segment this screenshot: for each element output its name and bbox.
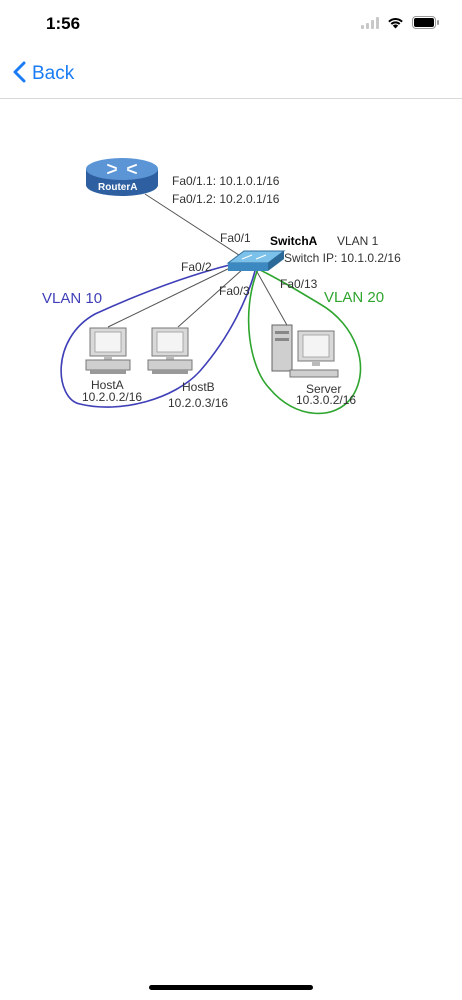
battery-icon <box>412 16 440 34</box>
server-name: Server <box>306 382 341 396</box>
switch-icon <box>226 250 286 271</box>
connection-lines <box>107 193 289 328</box>
server-ip: 10.3.0.2/16 <box>296 393 356 407</box>
status-icons <box>361 16 440 34</box>
back-label: Back <box>32 63 75 84</box>
port-server-label: Fa0/13 <box>280 277 318 291</box>
switch-vlan: VLAN 1 <box>337 234 379 248</box>
back-button[interactable]: Back <box>12 58 74 90</box>
server-computer-icon <box>271 324 339 378</box>
router-icon <box>86 158 158 196</box>
switch-name: SwitchA <box>270 234 318 248</box>
link-switch-server <box>255 269 289 328</box>
link-switch-hosta <box>107 263 239 328</box>
vlan20-outline <box>247 267 362 415</box>
hostb-name: HostB <box>182 380 215 394</box>
chevron-left-icon <box>12 61 26 88</box>
switch-ip: Switch IP: 10.1.0.2/16 <box>284 251 401 265</box>
hosta-ip: 10.2.0.2/16 <box>82 390 142 404</box>
hosta-name: HostA <box>91 378 124 392</box>
router-name: RouterA <box>98 182 137 193</box>
vlan20-label: VLAN 20 <box>324 289 384 306</box>
network-diagram: RouterA Fa0/1.1: 10.1.0.1/16 Fa0/1.2: 10… <box>42 158 401 415</box>
port-hosta-label: Fa0/2 <box>181 260 212 274</box>
home-indicator <box>149 985 313 990</box>
link-router-switch <box>144 193 246 260</box>
hostb-computer-icon <box>147 327 193 374</box>
vlan10-label: VLAN 10 <box>42 290 102 307</box>
hostb-ip: 10.2.0.3/16 <box>168 396 228 410</box>
signal-icon <box>361 16 379 34</box>
hosta-computer-icon <box>85 327 131 374</box>
navigation-bar: Back <box>0 50 462 99</box>
router-subinterface-2: Fa0/1.2: 10.2.0.1/16 <box>172 192 280 206</box>
link-switch-hostb <box>177 268 244 328</box>
router-subinterface-1: Fa0/1.1: 10.1.0.1/16 <box>172 174 280 188</box>
vlan10-outline <box>60 258 260 408</box>
status-bar: 1:56 <box>0 0 462 50</box>
port-router-label: Fa0/1 <box>220 231 251 245</box>
port-hostb-label: Fa0/3 <box>219 284 250 298</box>
wifi-icon <box>387 16 404 34</box>
status-time: 1:56 <box>46 14 81 33</box>
